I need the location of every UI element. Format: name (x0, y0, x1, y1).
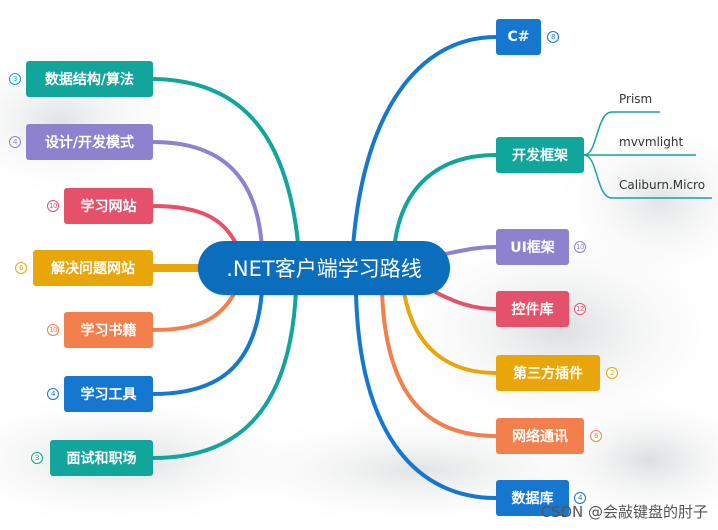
node-learning-tools[interactable]: 学习工具 (64, 376, 153, 412)
count-badge: 4 (9, 136, 21, 148)
connector-learning-sites (152, 204, 240, 249)
node-learning-books[interactable]: 学习书籍 (64, 312, 153, 348)
csdn-watermark: CSDN @会敲键盘的肘子 (540, 503, 708, 521)
connector-prism (583, 111, 660, 156)
connector-controls (434, 290, 497, 311)
count-badge: 6 (15, 262, 27, 274)
central-topic[interactable]: .NET客户端学习路线 (198, 241, 450, 295)
connector-tools (152, 289, 264, 396)
count-badge: 4 (574, 492, 586, 504)
count-badge: 3 (31, 452, 43, 464)
node-problem-solving-websites[interactable]: 解决问题网站 (33, 250, 153, 286)
connector-ui-framework (444, 245, 497, 256)
node-control-library[interactable]: 控件库 (496, 291, 569, 327)
connector-caliburn (583, 154, 712, 199)
node-ui-framework[interactable]: UI框架 (496, 229, 569, 265)
count-badge: 6 (590, 430, 602, 442)
node-interview-career[interactable]: 面试和职场 (50, 440, 153, 476)
count-badge: 4 (47, 388, 59, 400)
leaf-prism[interactable]: Prism (619, 92, 653, 106)
node-network-communication[interactable]: 网络通讯 (496, 418, 584, 454)
count-badge: 10 (574, 241, 586, 253)
count-badge: 12 (574, 303, 586, 315)
count-badge: 8 (547, 31, 559, 43)
connector-network (380, 291, 497, 438)
connector-design-patterns (152, 140, 264, 251)
count-badge: 10 (47, 200, 59, 212)
connector-database (354, 293, 497, 500)
node-learning-websites[interactable]: 学习网站 (64, 188, 153, 224)
leaf-caliburn-micro[interactable]: Caliburn.Micro (619, 178, 706, 192)
connector-plugins (402, 291, 497, 375)
node-csharp[interactable]: C# (496, 19, 541, 55)
connector-dsa (152, 77, 302, 269)
node-third-party-plugins[interactable]: 第三方插件 (496, 355, 600, 391)
connector-books (152, 289, 238, 332)
count-badge: 2 (606, 367, 618, 379)
connector-framework (392, 153, 497, 251)
node-design-patterns[interactable]: 设计/开发模式 (26, 124, 153, 160)
connector-csharp (350, 35, 497, 263)
count-badge: 3 (9, 73, 21, 85)
connector-interview (152, 289, 298, 460)
node-data-structures-algorithms[interactable]: 数据结构/算法 (26, 61, 153, 97)
leaf-mvvmlight[interactable]: mvvmlight (619, 135, 684, 149)
node-database[interactable]: 数据库 (496, 480, 569, 516)
count-badge: 10 (47, 324, 59, 336)
node-development-framework[interactable]: 开发框架 (496, 137, 584, 173)
